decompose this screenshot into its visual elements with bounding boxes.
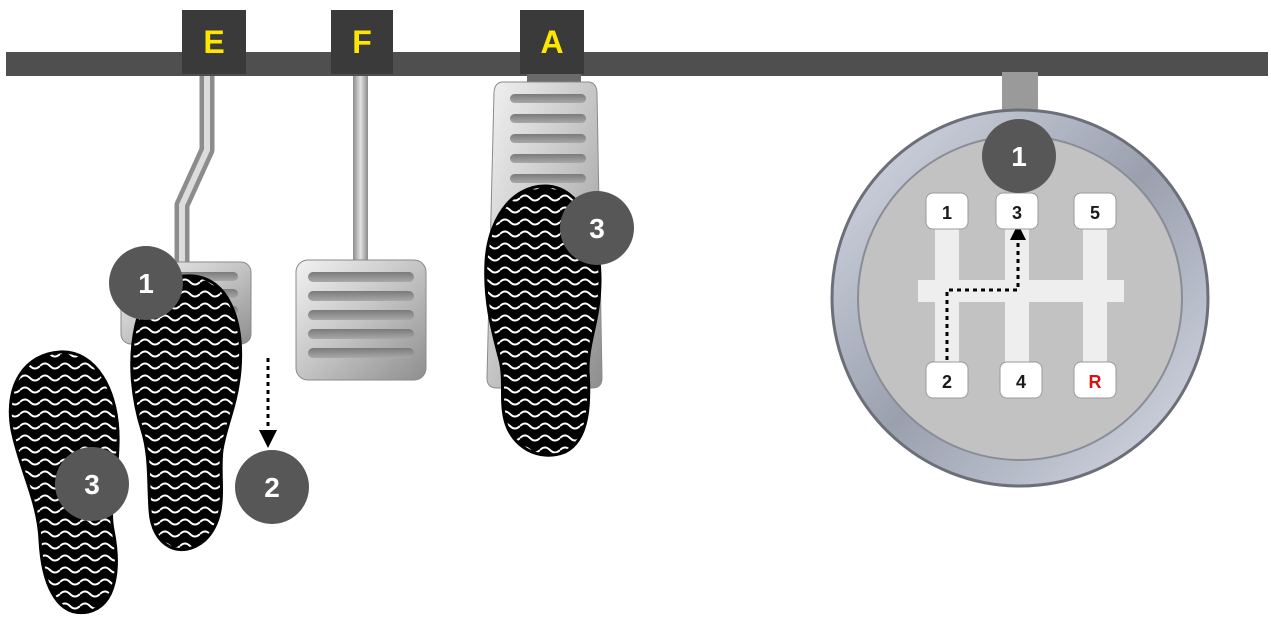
step-number: 1 bbox=[1011, 141, 1027, 172]
step-badge-accelerator-foot: 3 bbox=[560, 191, 634, 265]
step-number: 3 bbox=[589, 213, 605, 244]
step-badge-left-foot: 3 bbox=[55, 447, 129, 521]
step-badge-clutch-press: 1 bbox=[109, 246, 183, 320]
gear-1: 1 bbox=[925, 192, 969, 230]
brake-label: F bbox=[352, 24, 372, 60]
gear-3: 3 bbox=[995, 192, 1039, 230]
svg-text:2: 2 bbox=[942, 372, 952, 392]
svg-text:4: 4 bbox=[1016, 372, 1026, 392]
gear-knob: 1 3 5 2 4 R 1 bbox=[830, 72, 1210, 488]
clutch-label-box: E bbox=[182, 10, 246, 74]
accelerator-label-box: A bbox=[520, 10, 584, 74]
step-number: 1 bbox=[138, 268, 154, 299]
svg-text:R: R bbox=[1089, 372, 1102, 392]
left-footprint-clutch bbox=[130, 274, 243, 551]
gear-5: 5 bbox=[1073, 192, 1117, 230]
shift-path-arrow bbox=[945, 224, 1026, 360]
brake-label-box: F bbox=[331, 10, 393, 74]
gear-4: 4 bbox=[999, 361, 1043, 399]
gear-reverse: R bbox=[1073, 361, 1117, 399]
brake-pedal bbox=[295, 76, 427, 381]
svg-text:1: 1 bbox=[942, 203, 952, 223]
gear-2: 2 bbox=[925, 361, 969, 399]
svg-text:3: 3 bbox=[1012, 203, 1022, 223]
svg-text:5: 5 bbox=[1090, 203, 1100, 223]
clutch-label: E bbox=[203, 24, 224, 60]
accelerator-label: A bbox=[540, 24, 563, 60]
step-number: 2 bbox=[264, 472, 280, 503]
step-badge-gear-knob: 1 bbox=[982, 119, 1056, 193]
clutch-down-arrow-icon bbox=[259, 358, 277, 448]
step-number: 3 bbox=[84, 469, 100, 500]
step-badge-clutch-motion: 2 bbox=[235, 450, 309, 524]
